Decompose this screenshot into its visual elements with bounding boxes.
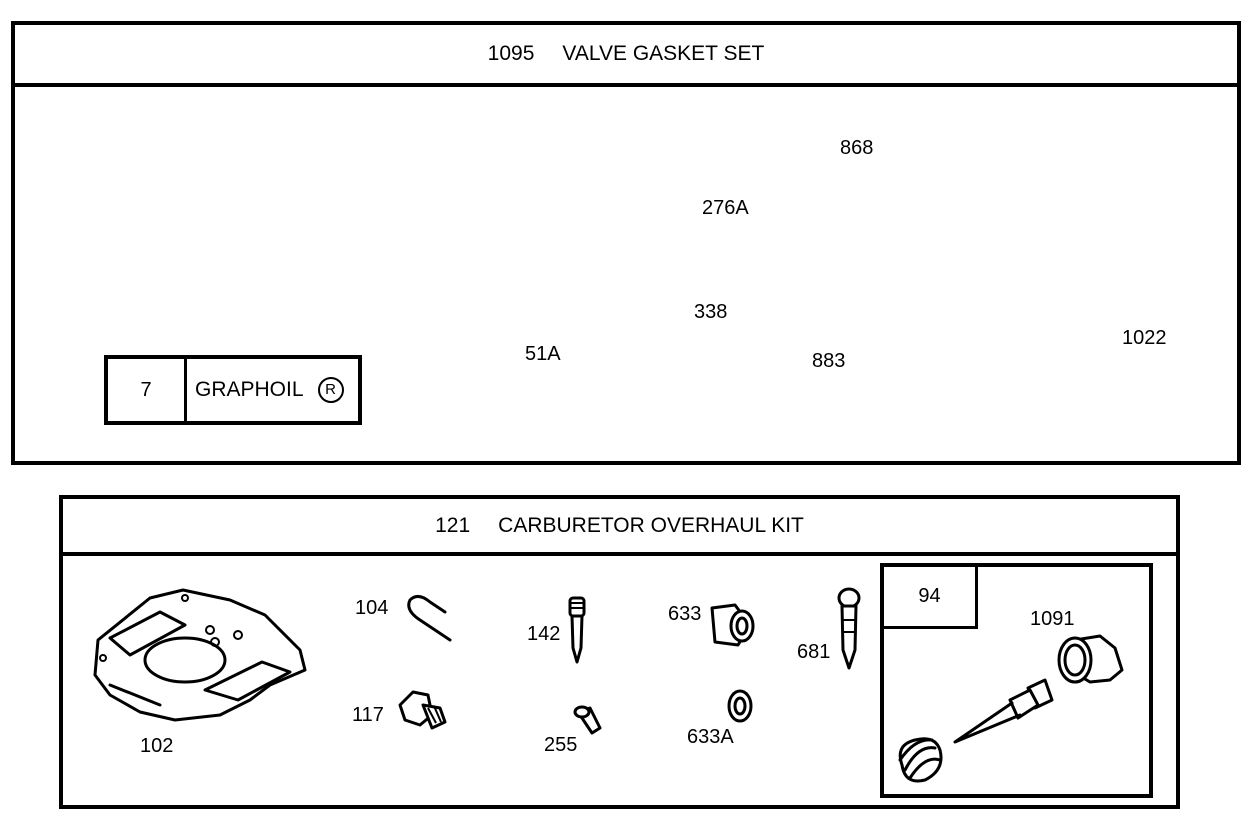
part-label-633: 633 <box>668 603 702 625</box>
part-label-633a: 633A <box>687 726 734 748</box>
carburetor-kit-header: 121 CARBURETOR OVERHAUL KIT <box>63 499 1176 556</box>
part-label-102: 102 <box>140 735 174 757</box>
registered-icon: R <box>317 377 344 403</box>
part-label-338: 338 <box>694 301 728 323</box>
part-102-drawing <box>93 588 307 722</box>
sub-kit-number: 94 <box>884 567 978 629</box>
mixture-screw-drawing <box>898 678 1054 783</box>
part-104-drawing <box>407 595 452 642</box>
part-label-1022: 1022 <box>1122 327 1167 349</box>
part-label-868: 868 <box>840 137 874 159</box>
part-633a-drawing <box>727 689 753 723</box>
valve-gasket-set-header: 1095 VALVE GASKET SET <box>15 25 1237 87</box>
kit-number: 121 <box>435 513 471 537</box>
part-255-drawing <box>573 705 602 735</box>
kit-title: CARBURETOR OVERHAUL KIT <box>498 513 804 537</box>
part-label-681: 681 <box>797 641 831 663</box>
part-label-1091: 1091 <box>1030 608 1075 630</box>
callout-number: 7 <box>108 359 187 421</box>
part-633-drawing <box>710 603 755 647</box>
kit-number: 1095 <box>487 42 535 65</box>
kit-title: VALVE GASKET SET <box>562 42 765 65</box>
callout-label: GRAPHOIL R <box>187 359 358 421</box>
part-label-276a: 276A <box>702 197 749 219</box>
sub-kit-box: 94 <box>880 563 1153 798</box>
part-label-117: 117 <box>352 704 384 726</box>
part-1091-drawing <box>1057 634 1124 684</box>
part-label-104: 104 <box>355 597 389 619</box>
carburetor-kit-panel: 121 CARBURETOR OVERHAUL KIT <box>59 495 1180 809</box>
part-142-drawing <box>568 596 586 664</box>
callout-text: GRAPHOIL <box>195 378 304 401</box>
part-label-883: 883 <box>812 350 846 372</box>
part-label-51a: 51A <box>525 343 561 365</box>
part-681-drawing <box>837 587 861 670</box>
graphoil-callout: 7 GRAPHOIL R <box>104 355 362 425</box>
part-117-drawing <box>398 690 447 730</box>
part-label-255: 255 <box>544 734 578 756</box>
part-label-142: 142 <box>527 623 561 645</box>
